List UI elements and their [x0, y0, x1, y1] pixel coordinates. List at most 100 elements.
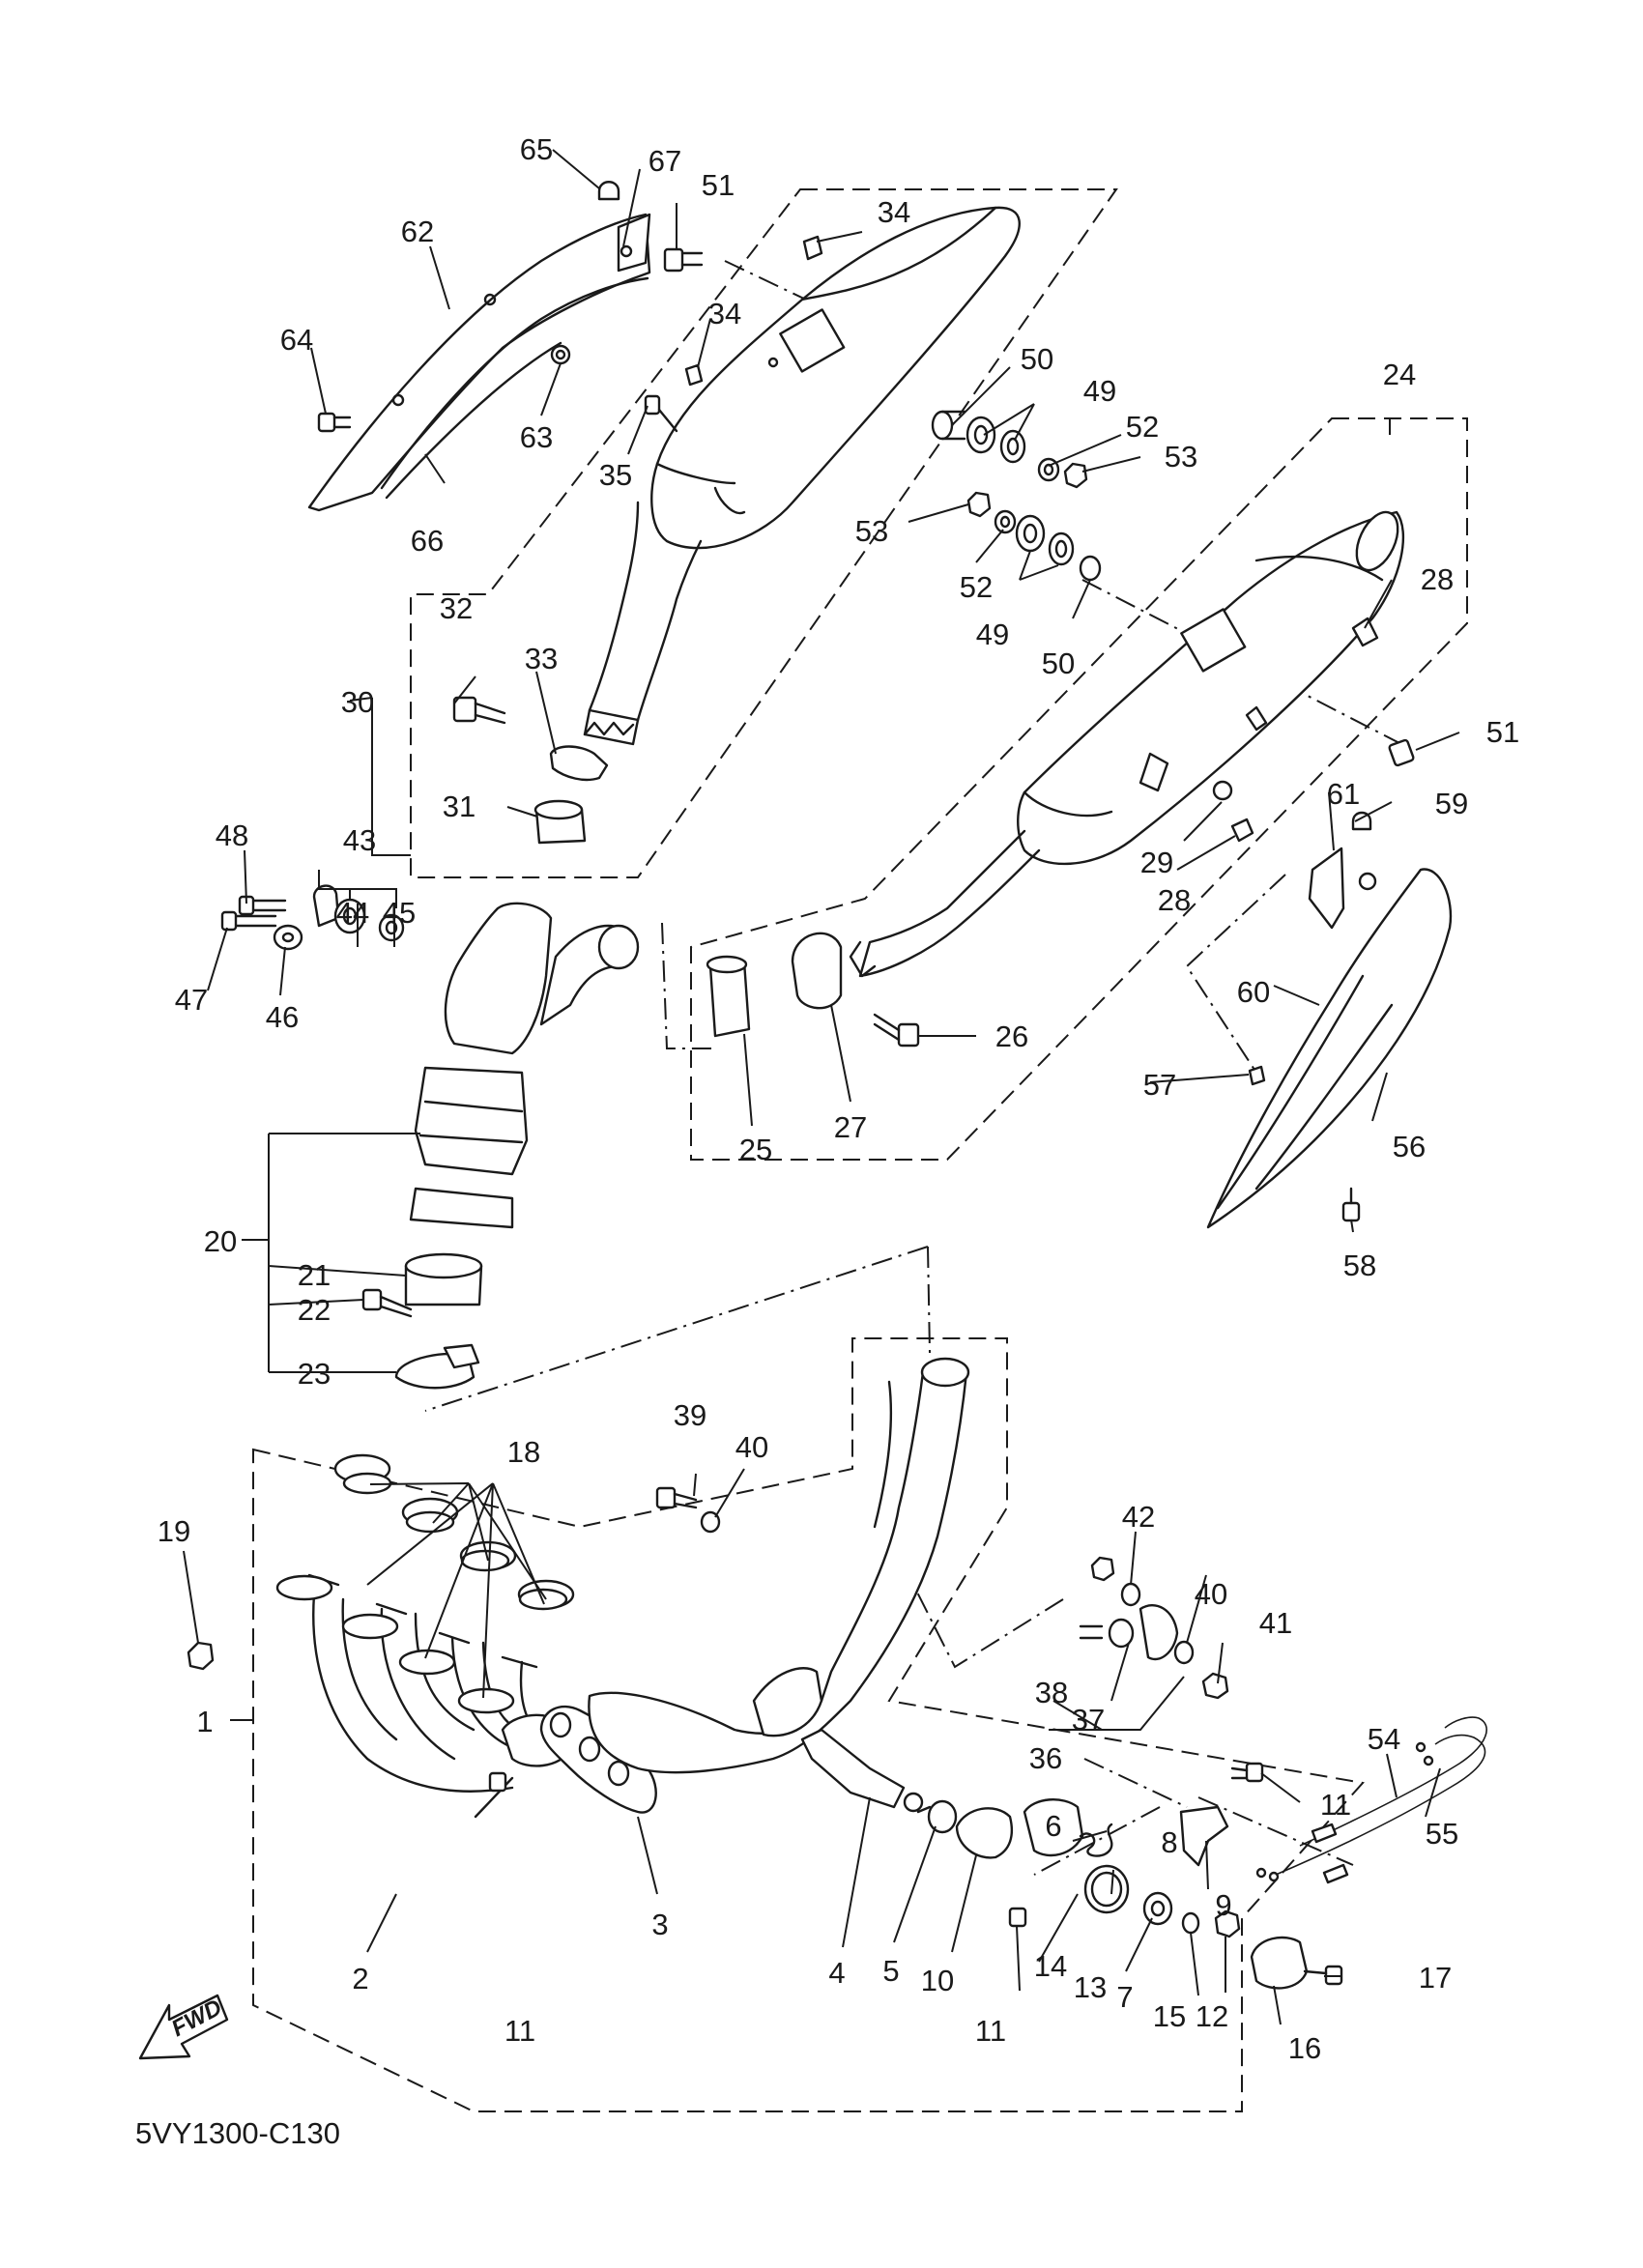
callout-6: 6	[1045, 1809, 1061, 1843]
callout-47: 47	[175, 983, 208, 1017]
cover-16	[1250, 1936, 1309, 1990]
nut-12	[1214, 1909, 1241, 1938]
nut-19	[187, 1641, 215, 1671]
callout-4: 4	[828, 1956, 845, 1990]
callout-10: 10	[921, 1964, 954, 1997]
callout-labels: 1 2 3 4 5 6 7 8 9 10 11 11 11 12 13 14 1…	[158, 132, 1519, 2065]
callout-40b: 40	[1195, 1577, 1227, 1611]
callout-64: 64	[280, 323, 313, 357]
header-pipes-2	[307, 1453, 575, 1819]
gasket-25	[706, 955, 751, 1038]
bolt-58	[1341, 1187, 1361, 1222]
drawing-id: 5VY1300-C130	[135, 2116, 340, 2150]
callout-14: 14	[1034, 1949, 1067, 1983]
bushing-5	[916, 1799, 958, 1834]
callout-23: 23	[298, 1357, 331, 1391]
callout-30: 30	[341, 685, 374, 719]
fwd-arrow-icon: FWD	[138, 1995, 229, 2060]
callout-34a: 34	[878, 195, 910, 229]
callout-37: 37	[1072, 1703, 1105, 1737]
cap-65	[597, 181, 620, 201]
bolt-47-48	[220, 895, 303, 951]
callout-50b: 50	[1042, 646, 1075, 680]
callout-31: 31	[443, 789, 476, 823]
callout-53b: 53	[855, 514, 888, 548]
callout-46: 46	[266, 1000, 299, 1034]
gasket-10	[955, 1807, 1014, 1859]
washer-15	[1181, 1911, 1200, 1935]
muffler-left	[583, 206, 1021, 746]
callout-20: 20	[204, 1224, 237, 1258]
callout-58: 58	[1343, 1249, 1376, 1282]
bolt-22	[361, 1288, 413, 1318]
callout-11c: 11	[975, 2014, 1006, 2048]
mid-pipe-20	[409, 902, 640, 1229]
callout-57: 57	[1143, 1068, 1176, 1102]
callout-48: 48	[216, 818, 248, 852]
callout-5: 5	[882, 1954, 899, 1988]
bolt-39	[655, 1486, 698, 1509]
callout-19: 19	[158, 1514, 190, 1548]
callout-18: 18	[507, 1435, 540, 1469]
callout-39: 39	[674, 1398, 706, 1432]
leader-lines	[183, 149, 1460, 2025]
grommet-set-lower	[966, 491, 1102, 582]
gasket-31	[533, 799, 587, 845]
valve-shaft-4	[800, 1728, 924, 1813]
callout-45: 45	[383, 896, 416, 930]
callout-9: 9	[1215, 1888, 1231, 1922]
callout-65: 65	[520, 132, 553, 166]
callout-12: 12	[1196, 1999, 1228, 2033]
bolt-32	[452, 696, 506, 725]
spring-8	[1079, 1823, 1113, 1857]
callout-41: 41	[1259, 1606, 1292, 1640]
callout-51b: 51	[1486, 715, 1519, 749]
bracket-9	[1179, 1805, 1229, 1867]
callout-21: 21	[298, 1258, 331, 1292]
bolt-11	[488, 1762, 1264, 1928]
callout-55: 55	[1426, 1817, 1458, 1851]
callout-43: 43	[343, 823, 376, 857]
callout-1: 1	[196, 1705, 213, 1738]
bolt-35	[644, 394, 678, 433]
o-ring-13	[1083, 1864, 1130, 1914]
callout-32: 32	[440, 591, 473, 625]
assembly-boundaries	[252, 188, 1468, 2112]
callout-52a: 52	[1126, 410, 1159, 444]
clamp-33	[549, 745, 609, 782]
bracket-set-36	[1079, 1556, 1229, 1700]
muffler-right	[849, 510, 1405, 978]
callout-2: 2	[352, 1962, 368, 1995]
gaskets-18	[275, 1472, 568, 1714]
callout-29: 29	[1140, 846, 1173, 879]
callout-67: 67	[649, 144, 681, 178]
callout-24: 24	[1383, 358, 1416, 391]
callout-28b: 28	[1158, 883, 1191, 917]
gasket-21	[404, 1252, 483, 1306]
clamp-27	[791, 932, 843, 1010]
callout-15: 15	[1153, 1999, 1186, 2033]
grommet-set-upper	[931, 410, 1088, 489]
callout-34b: 34	[708, 297, 741, 330]
callout-53a: 53	[1165, 440, 1197, 474]
cables-54-55	[1255, 1716, 1487, 1884]
bolt-51-right	[1388, 738, 1415, 767]
callout-44: 44	[336, 896, 369, 930]
callout-3: 3	[651, 1908, 668, 1941]
bracket-28	[1230, 818, 1254, 843]
callout-11a: 11	[1320, 1788, 1351, 1822]
washer-40	[700, 1510, 721, 1534]
callout-66: 66	[411, 524, 444, 558]
callout-25: 25	[739, 1133, 772, 1166]
washer-63	[550, 344, 571, 365]
callout-7: 7	[1116, 1980, 1133, 2014]
gasket-3	[539, 1705, 657, 1814]
callout-49b: 49	[976, 617, 1009, 651]
callout-11b: 11	[504, 2014, 535, 2048]
callout-42: 42	[1122, 1500, 1155, 1534]
callout-36: 36	[1029, 1741, 1062, 1775]
callout-50a: 50	[1021, 342, 1053, 376]
heat-shield-right	[1206, 847, 1453, 1229]
callout-62: 62	[401, 215, 434, 248]
